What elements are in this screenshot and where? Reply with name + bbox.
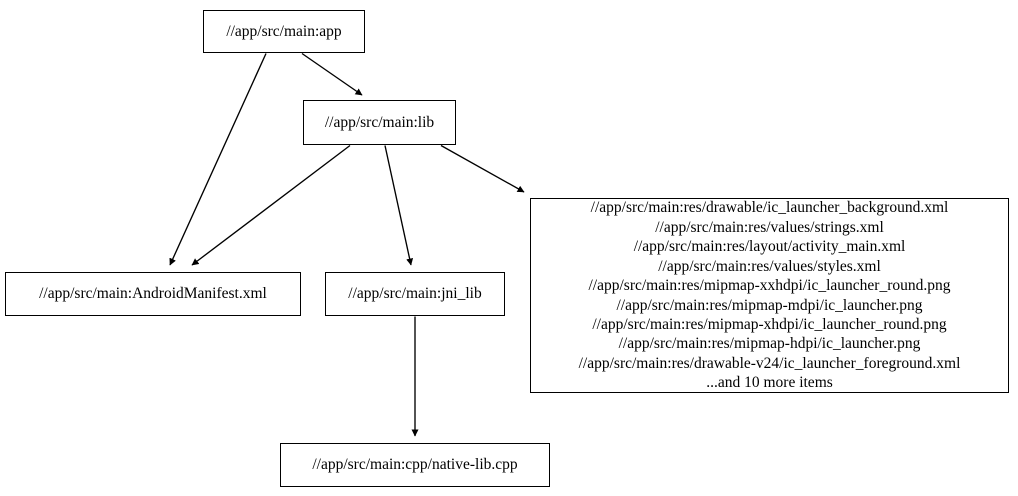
node-native-lib-cpp-label: //app/src/main:cpp/native-lib.cpp <box>312 456 518 474</box>
node-jni-lib[interactable]: //app/src/main:jni_lib <box>325 272 505 316</box>
edge-app-to-lib <box>301 52 363 96</box>
node-native-lib-cpp[interactable]: //app/src/main:cpp/native-lib.cpp <box>280 443 550 487</box>
node-lib-label: //app/src/main:lib <box>324 113 435 131</box>
node-resources-group-label: //app/src/main:res/drawable/ic_launcher_… <box>578 199 961 392</box>
edge-app-to-androidmanifest <box>169 53 267 266</box>
edge-lib-to-androidmanifest <box>191 144 351 266</box>
edge-lib-to-jni-lib <box>384 145 414 266</box>
node-resources-group[interactable]: //app/src/main:res/drawable/ic_launcher_… <box>530 198 1009 393</box>
node-jni-lib-label: //app/src/main:jni_lib <box>348 285 482 303</box>
node-androidmanifest-label: //app/src/main:AndroidManifest.xml <box>39 285 267 303</box>
node-androidmanifest[interactable]: //app/src/main:AndroidManifest.xml <box>5 272 301 316</box>
node-app[interactable]: //app/src/main:app <box>203 10 365 53</box>
node-app-label: //app/src/main:app <box>226 22 342 40</box>
edge-lib-to-resources <box>440 144 525 193</box>
node-lib[interactable]: //app/src/main:lib <box>303 100 456 145</box>
